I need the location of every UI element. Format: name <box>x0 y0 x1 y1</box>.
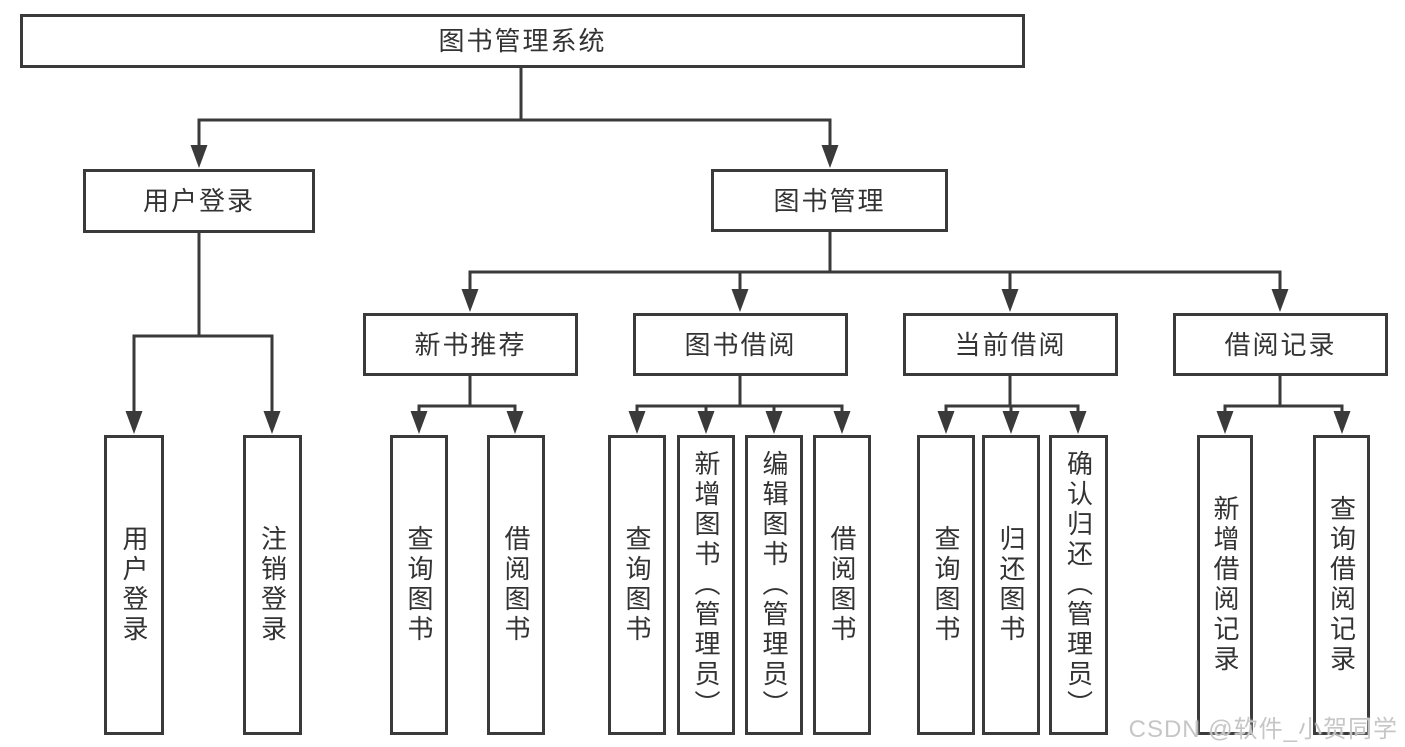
arrow-head-icon <box>410 411 428 434</box>
arrow-head-icon <box>833 411 851 434</box>
arrow-head-icon <box>1216 411 1234 434</box>
node-leaf-query-books-2: 查询图书 <box>608 435 666 735</box>
node-leaf-query-borrow-record: 查询借阅记录 <box>1313 435 1370 735</box>
node-section-current-borrow: 当前借阅 <box>903 313 1118 376</box>
edge-book-mgmt-to-sections <box>461 232 1289 312</box>
arrow-head-icon <box>765 411 783 434</box>
arrow-head-icon <box>506 411 524 434</box>
connector-line <box>635 404 844 416</box>
node-branch-book-management: 图书管理 <box>711 169 948 232</box>
node-leaf-confirm-return-admin: 确认归还（管理员） <box>1049 435 1108 735</box>
node-section-book-borrow: 图书借阅 <box>633 313 848 376</box>
connector-line <box>132 334 274 414</box>
connector-line <box>468 270 1282 292</box>
node-root-system: 图书管理系统 <box>20 14 1025 68</box>
node-leaf-borrow-books-1: 借阅图书 <box>487 435 545 735</box>
connector-line <box>1223 404 1344 416</box>
connector-line <box>197 118 832 148</box>
arrow-head-icon <box>731 289 749 312</box>
node-leaf-add-borrow-record: 新增借阅记录 <box>1197 435 1253 735</box>
edge-current-borrow-to-leaves <box>937 376 1087 434</box>
node-leaf-return-books: 归还图书 <box>982 435 1040 735</box>
connector-line <box>417 404 517 416</box>
arrow-head-icon <box>461 289 479 312</box>
arrow-head-icon <box>1069 411 1087 434</box>
edge-new-book-rec-to-leaves <box>410 376 524 434</box>
node-leaf-query-books-1: 查询图书 <box>390 435 448 735</box>
edge-root-to-branches <box>190 68 839 168</box>
arrow-head-icon <box>125 411 143 434</box>
csdn-watermark: CSDN @软件_小贺同学 <box>1128 716 1398 743</box>
arrow-head-icon <box>937 411 955 434</box>
arrow-head-icon <box>263 411 281 434</box>
node-section-borrow-record: 借阅记录 <box>1173 313 1388 376</box>
node-leaf-logout: 注销登录 <box>243 435 302 735</box>
arrow-head-icon <box>1271 289 1289 312</box>
edge-book-borrow-to-leaves <box>628 376 851 434</box>
arrow-head-icon <box>697 411 715 434</box>
node-leaf-edit-books-admin: 编辑图书（管理员） <box>745 435 803 735</box>
node-leaf-add-books-admin: 新增图书（管理员） <box>677 435 735 735</box>
node-leaf-user-login: 用户登录 <box>104 435 164 735</box>
arrow-head-icon <box>190 145 208 168</box>
arrow-head-icon <box>1002 411 1020 434</box>
node-section-new-book-recommend: 新书推荐 <box>363 313 578 376</box>
arrow-head-icon <box>628 411 646 434</box>
arrow-head-icon <box>1333 411 1351 434</box>
arrow-head-icon <box>1001 289 1019 312</box>
arrow-head-icon <box>821 145 839 168</box>
edge-borrow-record-to-leaves <box>1216 376 1351 434</box>
node-leaf-borrow-books-2: 借阅图书 <box>813 435 871 735</box>
edge-user-login-to-leaves <box>125 233 281 434</box>
node-leaf-query-books-3: 查询图书 <box>917 435 975 735</box>
node-branch-user-login: 用户登录 <box>83 169 315 233</box>
